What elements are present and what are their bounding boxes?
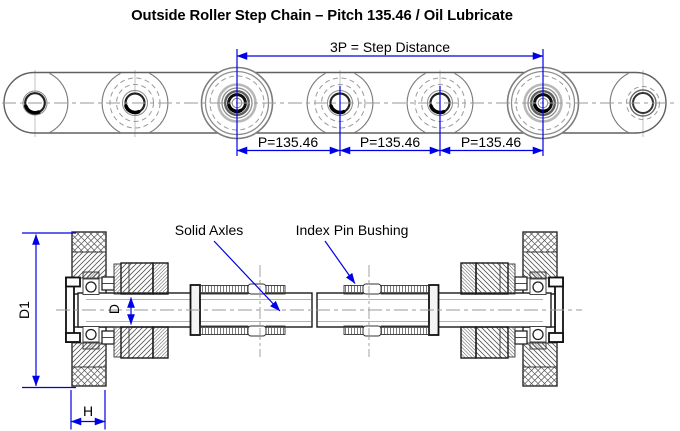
axle-assembly-right — [316, 231, 564, 387]
h-dim-label: H — [83, 403, 93, 419]
pitch-label-3: P=135.46 — [461, 134, 522, 150]
axle-section-view: Solid Axles Index Pin Bushing D1 D H — [16, 222, 582, 430]
pitch-label-1: P=135.46 — [258, 134, 319, 150]
solid-axles-leader — [213, 240, 281, 312]
index-pin-bushing-leader — [324, 240, 356, 284]
chain-dimensions — [236, 49, 544, 156]
section-dimensions — [22, 232, 356, 430]
step-distance-label: 3P = Step Distance — [330, 39, 450, 55]
d1-dim-label: D1 — [16, 301, 32, 319]
axle-assembly-left — [65, 231, 313, 387]
d-dim-label: D — [106, 304, 122, 314]
chain-side-view: 3P = Step Distance P=135.46 P=135.46 P=1… — [2, 39, 678, 156]
page-title: Outside Roller Step Chain – Pitch 135.46… — [131, 8, 513, 24]
solid-axles-label: Solid Axles — [175, 222, 243, 238]
index-pin-bushing-label: Index Pin Bushing — [296, 222, 409, 238]
pitch-label-2: P=135.46 — [360, 134, 421, 150]
